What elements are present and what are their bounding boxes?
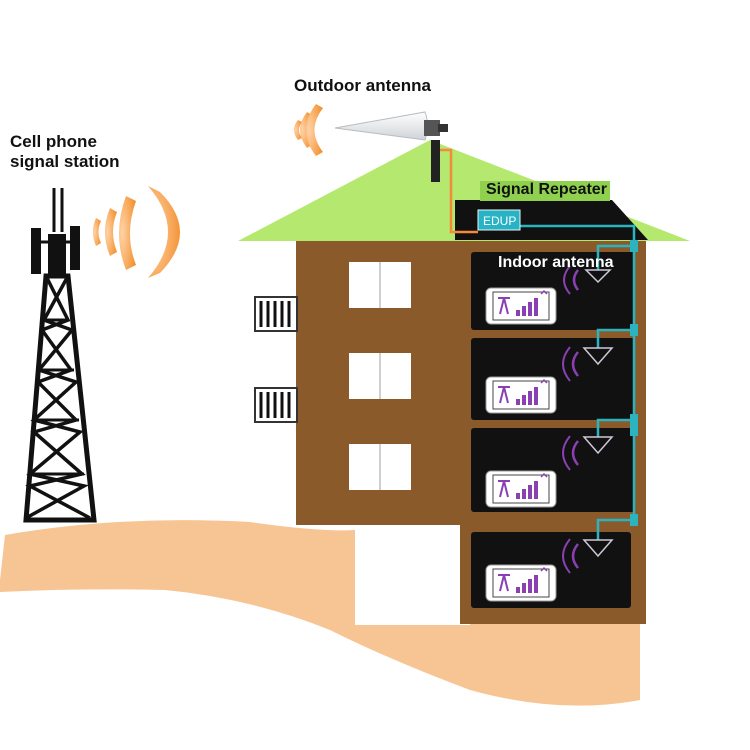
phone-signal-icon — [485, 470, 557, 508]
signal-station-label-line2: signal station — [10, 152, 120, 171]
outdoor-cable — [440, 148, 478, 234]
phone-signal-icon — [485, 376, 557, 414]
outdoor-antenna-icon — [334, 111, 448, 141]
signal-wave-icon — [294, 104, 323, 156]
signal-repeater-label: Signal Repeater — [486, 181, 607, 198]
balcony-icon — [254, 387, 298, 423]
ground — [0, 520, 640, 706]
indoor-antenna-icon — [562, 346, 614, 382]
window-icon — [349, 444, 411, 490]
indoor-antenna-label: Indoor antenna — [498, 254, 614, 271]
mast — [431, 140, 440, 182]
phone-signal-icon — [485, 287, 557, 325]
indoor-antenna-icon — [562, 538, 614, 574]
repeater-box — [477, 209, 521, 231]
signal-wave-icon — [93, 186, 180, 278]
tower-icon — [23, 188, 97, 523]
balcony-icon — [254, 296, 298, 332]
repeater-label-band — [480, 181, 610, 201]
phone-signal-icon — [485, 564, 557, 602]
signal-station-label: Cell phone signal station — [10, 132, 120, 172]
indoor-antenna-icon — [563, 265, 612, 295]
cable-splitter — [630, 240, 638, 526]
outdoor-antenna-label: Outdoor antenna — [294, 76, 431, 95]
repeater-brand-label: EDUP — [483, 214, 517, 228]
window-icon — [349, 262, 411, 308]
indoor-antenna-icon — [562, 435, 614, 471]
window-icon — [349, 353, 411, 399]
signal-station-label-line1: Cell phone — [10, 132, 97, 151]
